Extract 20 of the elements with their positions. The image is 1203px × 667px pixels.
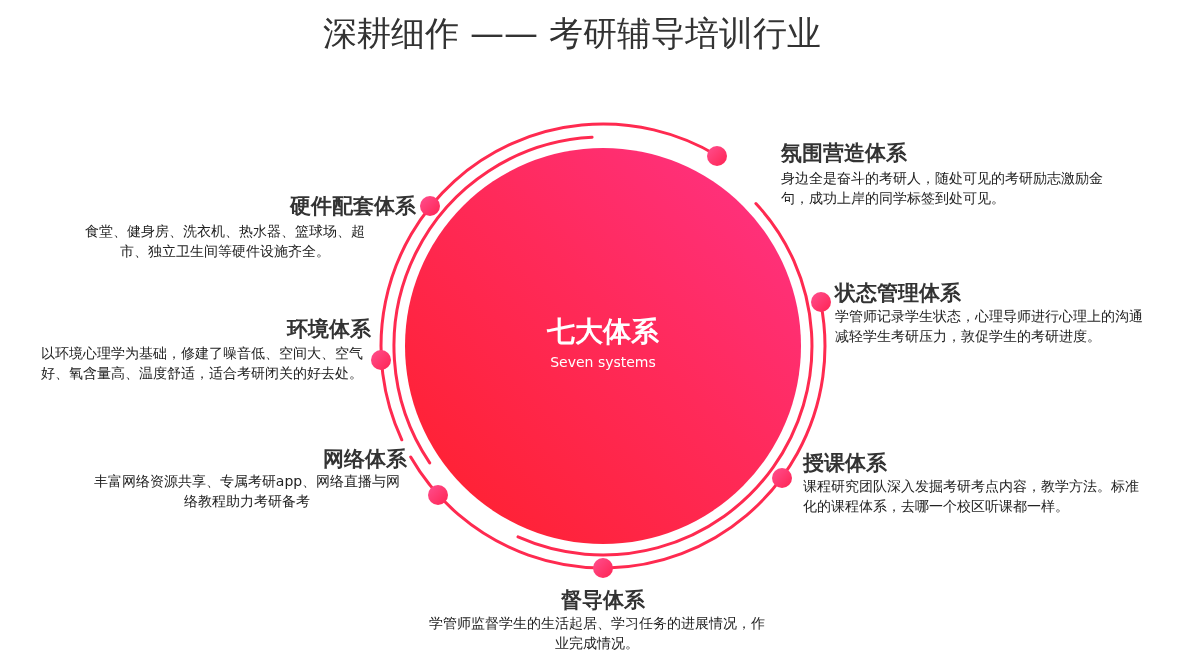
system-description: 身边全是奋斗的考研人，随处可见的考研励志激励金句，成功上岸的同学标签到处可见。 bbox=[781, 169, 1104, 208]
system-description: 学管师记录学生状态，心理导师进行心理上的沟通减轻学生考研压力，敦促学生的考研进度。 bbox=[835, 307, 1144, 346]
system-description: 课程研究团队深入发掘考研考点内容，教学方法。标准化的课程体系，去哪一个校区听课都一样。 bbox=[803, 477, 1140, 516]
system-description: 以环境心理学为基础，修建了噪音低、空间大、空气好、氧含量高、温度舒适，适合考研闭关的好去处。 bbox=[40, 344, 364, 383]
system-description: 学管师监督学生的生活起居、学习任务的进展情况，作业完成情况。 bbox=[428, 614, 766, 653]
system-title: 状态管理体系 bbox=[835, 280, 961, 307]
system-title: 氛围营造体系 bbox=[781, 140, 907, 167]
system-title: 网络体系 bbox=[323, 446, 407, 473]
system-description: 丰富网络资源共享、专属考研app、网络直播与网络教程助力考研备考 bbox=[92, 472, 402, 511]
system-title: 硬件配套体系 bbox=[290, 193, 416, 220]
ring-dot-icon bbox=[810, 291, 831, 312]
page-title: 深耕细作 —— 考研辅导培训行业 bbox=[323, 12, 821, 54]
center-title: 七大体系 bbox=[547, 314, 659, 350]
ring-dot-icon bbox=[593, 558, 613, 578]
system-description: 食堂、健身房、洗衣机、热水器、篮球场、超市、独立卫生间等硬件设施齐全。 bbox=[84, 222, 366, 261]
system-title: 环境体系 bbox=[287, 316, 371, 343]
system-title: 督导体系 bbox=[561, 587, 645, 614]
system-title: 授课体系 bbox=[803, 450, 887, 477]
ring-dot-icon bbox=[371, 349, 392, 370]
center-subtitle: Seven systems bbox=[550, 353, 656, 372]
